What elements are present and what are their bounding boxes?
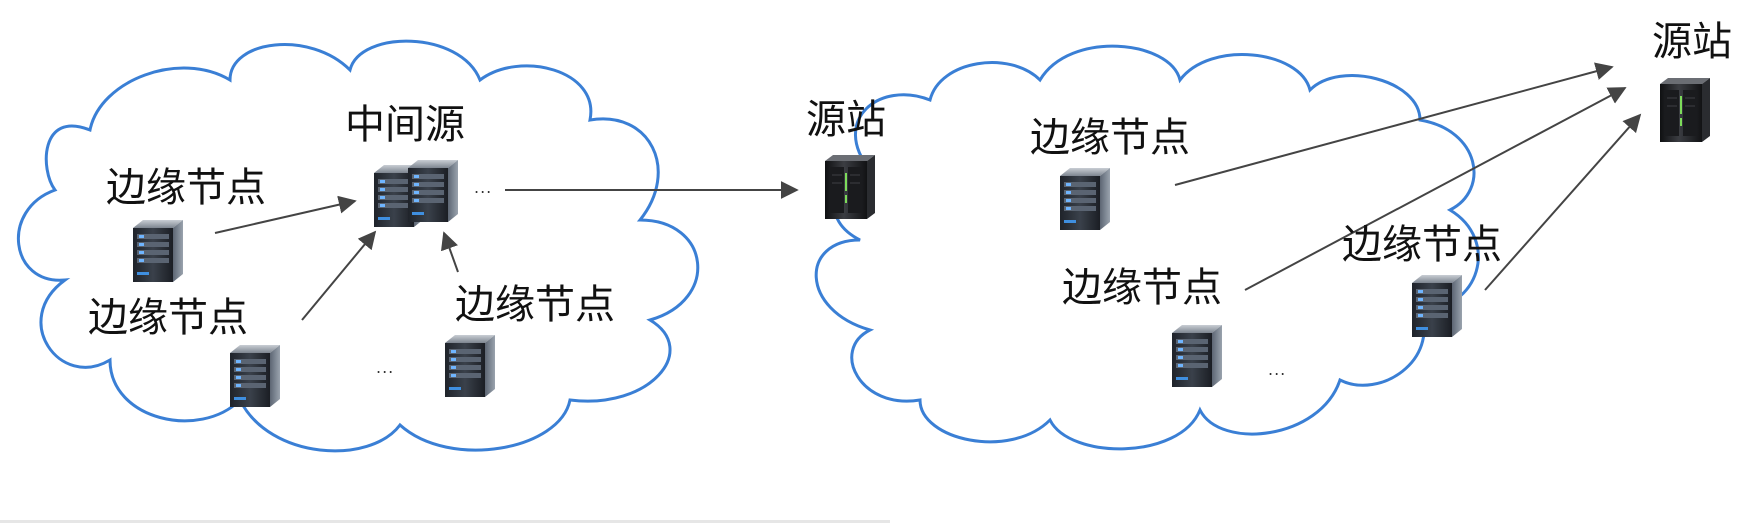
- label-right-edge-top: 边缘节点: [1030, 115, 1190, 161]
- label-left-edge-mid: 边缘节点: [88, 295, 248, 341]
- mainframe-icon-left-origin: [824, 154, 876, 220]
- ellipsis-left-bottom: ...: [376, 358, 395, 377]
- label-left-origin-station: 源站: [806, 97, 886, 143]
- server-icon-edge-bottom-right: [445, 335, 495, 397]
- label-left-edge-right: 边缘节点: [455, 282, 615, 328]
- bottom-divider: [0, 520, 890, 523]
- server-icon-right-edge-right: [1412, 275, 1462, 337]
- label-right-edge-mid: 边缘节点: [1062, 265, 1222, 311]
- arrow-edge-mid-to-origin: [1244, 87, 1627, 291]
- label-intermediate-origin: 中间源: [345, 102, 465, 148]
- arrow-edge-right-to-intermediate: [441, 231, 459, 273]
- arrow-edge-top-to-origin: [1174, 62, 1614, 186]
- label-left-edge-top: 边缘节点: [106, 165, 266, 211]
- left-cloud: [17, 39, 700, 453]
- arrow-edge-to-intermediate: [214, 195, 357, 234]
- mainframe-icon-right-origin: [1659, 77, 1711, 143]
- server-icon-edge-top-left: [133, 220, 183, 282]
- label-right-edge-right: 边缘节点: [1342, 222, 1502, 268]
- server-icon-intermediate-b: [408, 160, 458, 222]
- ellipsis-left-top: ...: [474, 178, 493, 197]
- server-icon-edge-bottom-left: [230, 345, 280, 407]
- arrow-edge-bottom-to-intermediate: [301, 230, 377, 321]
- server-icon-right-edge-mid: [1172, 325, 1222, 387]
- server-icon-right-edge-top: [1060, 168, 1110, 230]
- arrow-edge-right-to-origin: [1484, 113, 1642, 291]
- label-right-origin-station: 源站: [1652, 19, 1732, 65]
- ellipsis-right-bottom: ...: [1268, 360, 1287, 379]
